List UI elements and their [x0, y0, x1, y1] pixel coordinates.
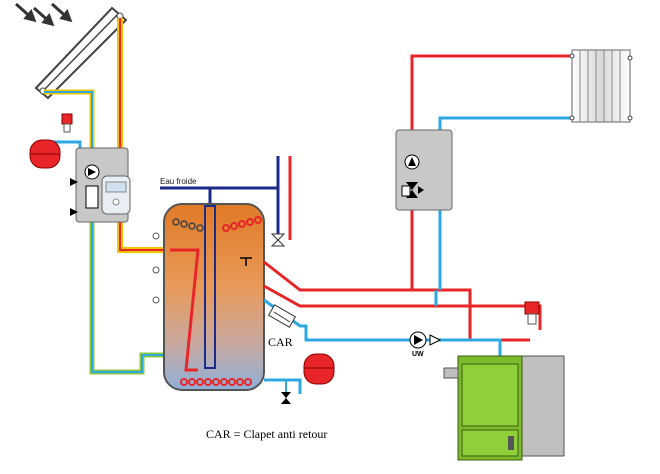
mixing-valve-icon: [270, 233, 286, 247]
expansion-vessel: [29, 139, 61, 169]
heating-pipes: [410, 54, 576, 306]
uw-pump-icon: [409, 331, 442, 349]
uw-label: UW: [412, 351, 424, 358]
check-valve-car: [267, 304, 297, 328]
solar-controller: [101, 175, 131, 215]
solar-pipes: [44, 18, 170, 375]
drain-valve-icon: [281, 392, 291, 404]
boiler-loop-pipes: [263, 260, 542, 356]
heating-pump-station: [395, 129, 453, 211]
storage-tank: [152, 203, 265, 391]
radiator: [569, 49, 633, 123]
pellet-boiler: [443, 355, 565, 461]
cold-water-label: Eau froide: [160, 177, 197, 186]
boiler-safety-valve-icon: [524, 301, 540, 325]
sun-rays-icon: [15, 2, 73, 27]
caption: CAR = Clapet anti retour: [206, 427, 327, 441]
safety-valve-icon: [61, 113, 73, 133]
expansion-vessel-tank: [303, 353, 335, 385]
tank-drain: [264, 378, 302, 398]
car-label: CAR: [268, 335, 293, 349]
